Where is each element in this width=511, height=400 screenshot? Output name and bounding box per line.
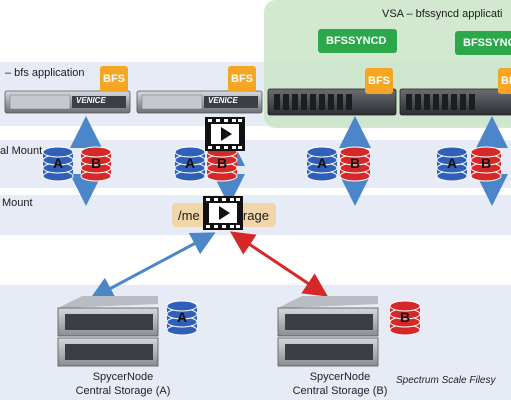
disk-a-4-letter: A (447, 155, 457, 171)
disk-a-1: A (42, 146, 74, 182)
local-mount-label: al Mount (0, 145, 43, 157)
storage-a-subtitle: Central Storage (A) (75, 385, 171, 397)
disk-a-4: A (436, 146, 468, 182)
bfs-badge-3: BFS (365, 68, 393, 94)
spycernode-b (277, 296, 379, 367)
spectrum-scale-label: Spectrum Scale Filesy (396, 375, 496, 386)
bfs-badge-2: BFS (228, 66, 256, 92)
media-storage-suffix: orage (235, 207, 269, 223)
storage-a-label: SpycerNode Central Storage (A) (68, 370, 178, 398)
vsa-server-1 (267, 88, 397, 116)
disk-b-3-letter: B (350, 155, 360, 171)
storage-a-name: SpycerNode (92, 371, 154, 383)
bfssyncd-badge-2: BFSSYNC (455, 31, 511, 55)
disk-b-2-letter: B (217, 155, 227, 171)
storage-b-subtitle: Central Storage (B) (292, 385, 388, 397)
disk-a-3-letter: A (317, 155, 327, 171)
disk-a-1-letter: A (53, 155, 63, 171)
disk-b-3: B (339, 146, 371, 182)
bfs-badge-1: BFS (100, 66, 128, 92)
media-storage-prefix: /me (178, 207, 200, 223)
bfs-application-label: – bfs application (5, 67, 85, 79)
vsa-server-2 (399, 88, 511, 116)
venice-brand-2: VENICE (208, 96, 238, 105)
disk-a-2: A (174, 146, 206, 182)
video-clip-icon-1 (205, 117, 245, 156)
disk-b-1: B (80, 146, 112, 182)
disk-a-3: A (306, 146, 338, 182)
disk-b-4: B (470, 146, 502, 182)
storage-b-name: SpycerNode (309, 371, 371, 383)
mount-label: Mount (2, 197, 33, 209)
bfs-badge-4: BFS (498, 68, 511, 94)
venice-brand-1: VENICE (76, 96, 106, 105)
bfssyncd-badge-1: BFSSYNCD (318, 29, 397, 53)
venice-server-1 (4, 90, 131, 114)
video-clip-icon-2 (203, 196, 243, 235)
disk-b-1-letter: B (91, 155, 101, 171)
spycernode-a (57, 296, 159, 367)
storage-b-label: SpycerNode Central Storage (B) (285, 370, 395, 398)
venice-server-2 (136, 90, 263, 114)
vsa-label: VSA – bfssyncd applicati (382, 8, 503, 20)
disk-a-2-letter: A (185, 155, 195, 171)
disk-b-4-letter: B (481, 155, 491, 171)
